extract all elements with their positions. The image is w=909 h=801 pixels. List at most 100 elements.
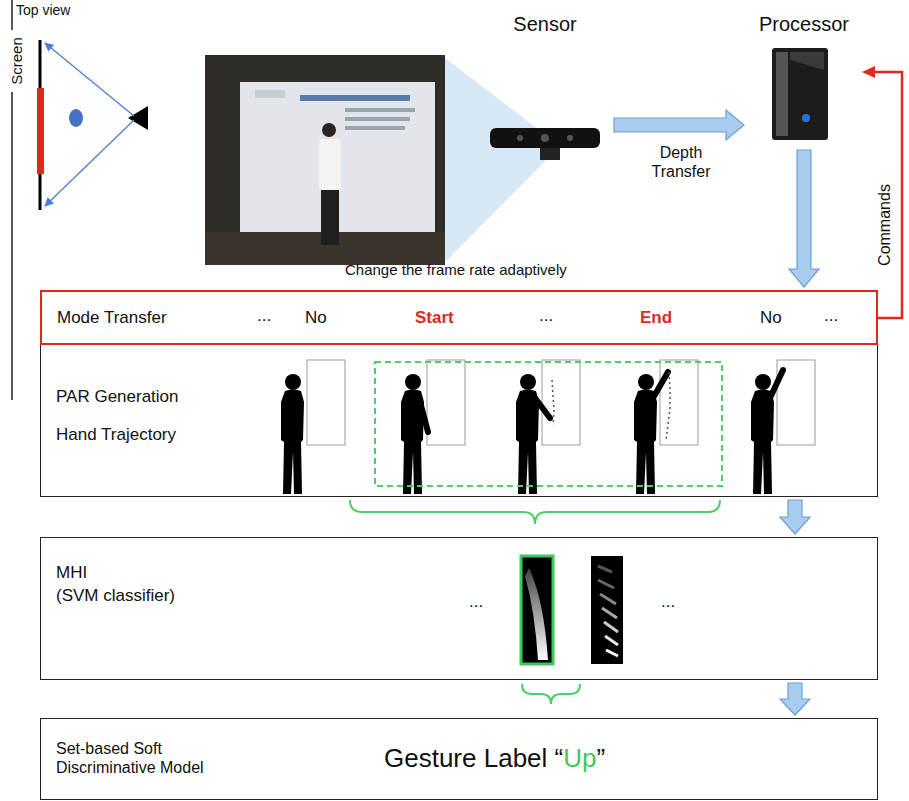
computer-tower xyxy=(790,52,824,70)
top-view-sketch xyxy=(45,43,134,116)
mhi-image xyxy=(598,566,612,572)
frame-line xyxy=(11,92,13,400)
block-arrow xyxy=(789,150,819,287)
top-view-sketch xyxy=(37,40,148,210)
computer-tower xyxy=(772,48,828,140)
silhouette-sequence xyxy=(281,360,815,494)
band-title: PAR Generation xyxy=(56,387,179,407)
node-heading: Processor xyxy=(748,12,860,36)
band-title: Hand Trajectory xyxy=(56,425,176,445)
band-title: MHI xyxy=(56,563,87,583)
silhouette-sequence xyxy=(542,360,580,445)
mode-state: No xyxy=(305,308,327,328)
top-view-sketch xyxy=(69,109,83,127)
top-view-sketch xyxy=(37,88,44,174)
ellipsis: ... xyxy=(469,592,483,612)
kinect-sensor xyxy=(541,134,549,142)
view-label: Top view xyxy=(16,2,70,19)
mhi-image xyxy=(521,556,553,664)
mhi-image xyxy=(606,650,618,656)
edge-label: Commands xyxy=(875,182,894,268)
silhouette-sequence xyxy=(427,360,465,445)
band-title: Mode Transfer xyxy=(57,308,167,328)
edge-label: Depth Transfer xyxy=(642,143,720,181)
presenter-photo xyxy=(345,108,415,112)
silhouette-sequence xyxy=(307,360,345,445)
mhi-image xyxy=(605,636,618,645)
mhi-image xyxy=(591,556,623,664)
frame-line xyxy=(11,0,13,30)
mode-state: No xyxy=(760,308,782,328)
brace xyxy=(350,500,720,704)
mhi-image xyxy=(525,568,548,660)
projection-beam xyxy=(445,58,560,262)
block-arrow xyxy=(789,150,819,287)
kinect-sensor xyxy=(490,128,600,160)
mhi-image xyxy=(604,622,618,632)
kinect-sensor xyxy=(567,135,573,141)
annotation: Change the frame rate adaptively xyxy=(345,261,567,279)
block-arrow xyxy=(614,110,744,140)
highlighted-word: Up xyxy=(563,743,596,773)
node-heading: Sensor xyxy=(480,12,610,36)
silhouette-sequence xyxy=(653,372,668,398)
presenter-photo xyxy=(345,117,410,121)
computer-tower xyxy=(776,52,788,136)
par-band: PAR GenerationHand Trajectory xyxy=(40,345,878,497)
block-arrow xyxy=(614,110,744,140)
projection-beam xyxy=(445,58,560,262)
computer-tower xyxy=(802,114,810,122)
block-arrow xyxy=(780,500,810,534)
silhouette-sequence xyxy=(281,374,304,494)
sensor-node: Sensor xyxy=(480,8,610,165)
silhouette-sequence xyxy=(552,380,554,425)
processor-node: Processor xyxy=(748,8,860,146)
silhouette-sequence xyxy=(770,370,783,398)
presenter-photo xyxy=(205,55,445,265)
silhouette-sequence xyxy=(535,398,550,418)
command-line xyxy=(872,72,902,318)
presenter-photo xyxy=(321,190,339,245)
presenter-photo xyxy=(205,55,445,265)
presenter-photo xyxy=(322,123,336,137)
ellipsis: ... xyxy=(539,306,553,326)
model-band: Set-based Soft Discriminative Model Gestu… xyxy=(40,718,878,800)
mode-transfer-band: Mode Transfer... No Start... End No... xyxy=(40,290,878,345)
silhouette-sequence xyxy=(401,374,424,494)
mode-state: End xyxy=(640,308,672,328)
presenter-photo xyxy=(319,139,341,191)
kinect-sensor xyxy=(540,148,560,160)
mhi-band: MHI(SVM classifier)...... xyxy=(40,537,878,680)
presenter-photo xyxy=(300,95,410,101)
computer-tower xyxy=(772,48,828,140)
gesture-window xyxy=(375,362,722,486)
arrow-head xyxy=(862,66,875,78)
block-arrow xyxy=(780,683,810,715)
band-title: Set-based Soft Discriminative Model xyxy=(56,739,226,777)
mhi-image xyxy=(521,556,623,664)
silhouette-sequence xyxy=(516,374,539,494)
mhi-image xyxy=(600,594,616,604)
gesture-label: Gesture Label “Up” xyxy=(384,743,605,774)
block-arrow xyxy=(780,500,810,534)
presenter-photo xyxy=(345,126,405,130)
ellipsis: ... xyxy=(661,592,675,612)
top-view-sketch xyxy=(45,120,134,206)
silhouette-sequence xyxy=(666,372,670,440)
screen-label: Screen xyxy=(8,37,26,85)
ellipsis: ... xyxy=(824,306,838,326)
gesture-window xyxy=(375,362,722,486)
brace xyxy=(522,684,580,704)
presenter-photo xyxy=(255,90,285,98)
ellipsis: ... xyxy=(257,306,271,326)
mhi-image xyxy=(598,580,614,588)
top-view-sketch xyxy=(128,106,148,130)
mode-state: Start xyxy=(415,308,454,328)
kinect-sensor xyxy=(517,135,523,141)
block-arrow xyxy=(780,683,810,715)
command-arrow xyxy=(862,66,902,318)
kinect-sensor xyxy=(490,128,600,148)
mhi-image xyxy=(602,608,617,618)
silhouette-sequence xyxy=(419,398,428,432)
